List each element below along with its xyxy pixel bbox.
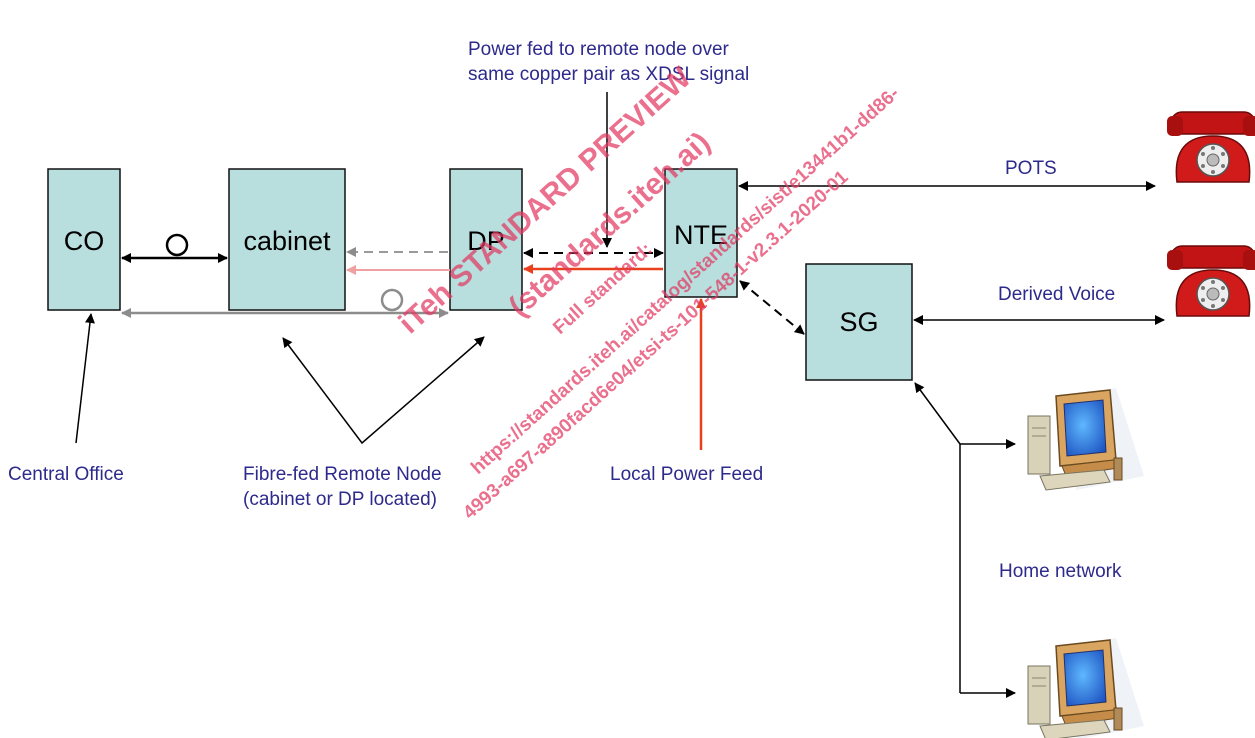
power-fed-label-line1: Power fed to remote node over (468, 39, 730, 60)
sg-label: SG (839, 307, 878, 337)
home-network-label: Home network (999, 561, 1122, 582)
central-office-label: Central Office (8, 464, 124, 485)
remote-node-label-line1: Fibre-fed Remote Node (243, 464, 442, 485)
local-power-feed-label: Local Power Feed (610, 464, 763, 485)
nte-node: NTE (664, 168, 738, 298)
dp-label: DP (467, 226, 505, 256)
fibre-loop-icon (380, 288, 404, 312)
cabinet-label: cabinet (243, 226, 331, 256)
sg-node: SG (805, 263, 913, 381)
computer-icon (1027, 637, 1145, 738)
fibre-loop-icon (165, 233, 189, 257)
derived-voice-label: Derived Voice (998, 284, 1115, 305)
power-fed-label-line2: same copper pair as XDSL signal (468, 64, 749, 85)
nte-sg-dashed-link (739, 280, 805, 335)
computer-icon (1027, 387, 1145, 491)
telephone-icon (1166, 111, 1255, 183)
pots-label: POTS (1005, 158, 1057, 179)
sg-home-network-link (914, 382, 961, 445)
central-office-pointer (75, 313, 95, 444)
dp-node: DP (449, 168, 523, 311)
nte-label: NTE (674, 220, 728, 250)
co-node: CO (47, 168, 121, 311)
telephone-icon (1166, 245, 1255, 317)
co-label: CO (64, 226, 105, 256)
remote-node-label-line2: (cabinet or DP located) (243, 489, 437, 510)
remote-node-pointer (282, 336, 485, 445)
cabinet-node: cabinet (228, 168, 346, 311)
